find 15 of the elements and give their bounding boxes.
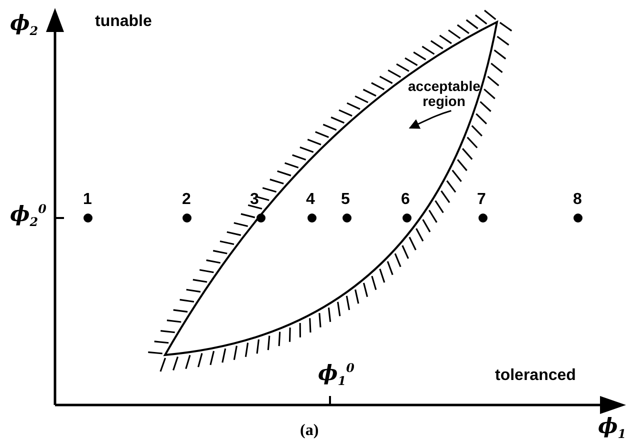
axis-label: toleranced	[495, 368, 576, 384]
region-label: acceptable region	[408, 79, 480, 110]
point-number: 6	[401, 192, 410, 208]
axis-label: ϕ$_{1}$	[598, 415, 626, 440]
point-number: 2	[182, 192, 191, 208]
axis-label: ϕ$_{2}$	[10, 12, 38, 38]
point-number: 3	[250, 192, 259, 208]
axis-label: tunable	[95, 14, 152, 30]
point-number: 7	[477, 192, 486, 208]
point-number: 8	[573, 192, 582, 208]
point-number: 5	[341, 192, 350, 208]
point-number: 1	[83, 192, 92, 208]
point-number: 4	[306, 192, 315, 208]
arrow	[408, 110, 452, 129]
caption: (a)	[300, 423, 319, 439]
